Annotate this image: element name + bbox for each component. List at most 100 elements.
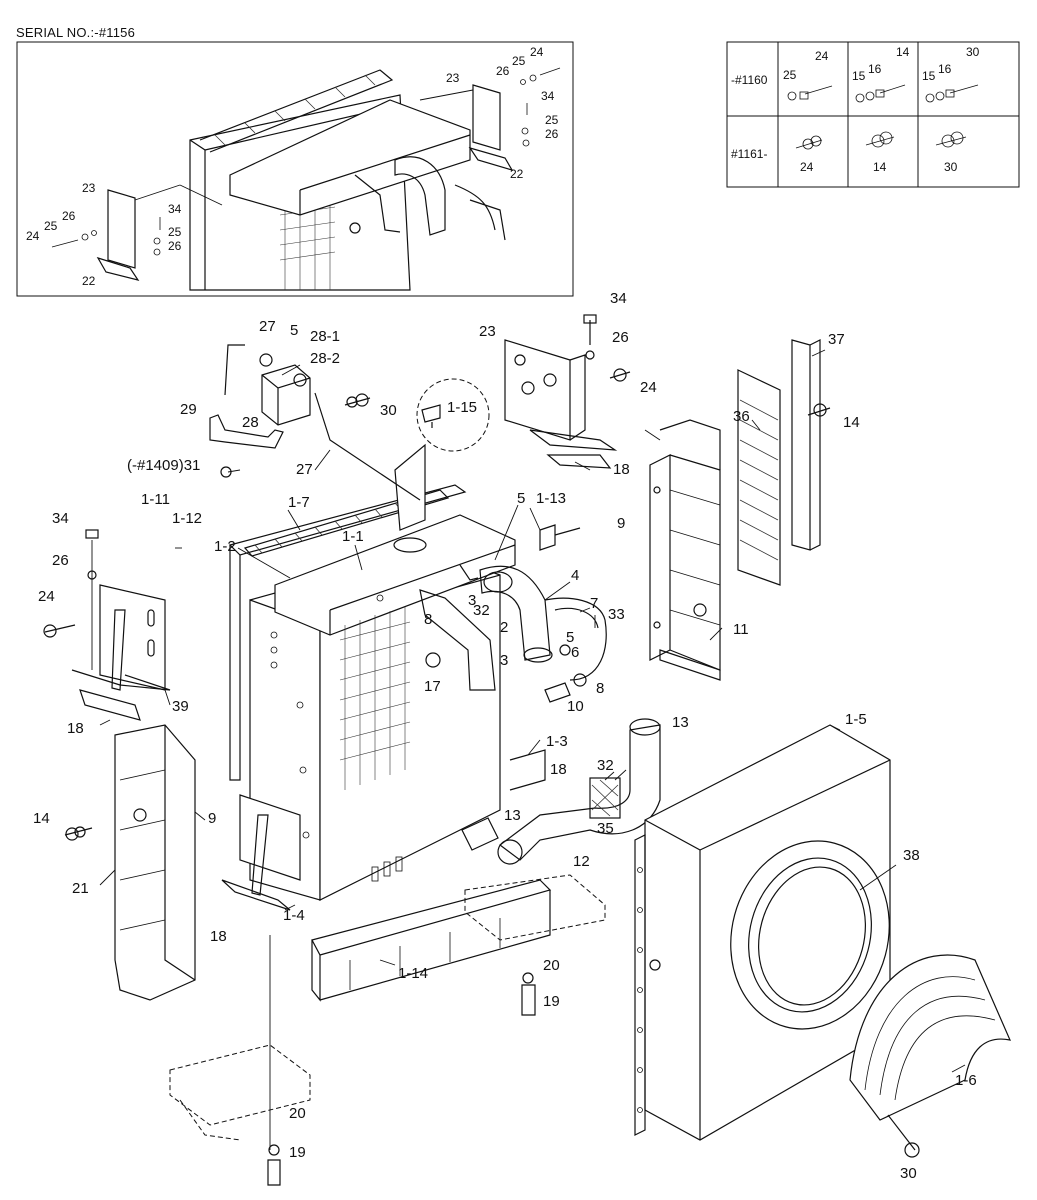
callout-label: 14: [843, 414, 860, 431]
callout-labels: 27 5 28-1 28-2 28 29 30 (-#1409)31 27 1-…: [33, 290, 977, 1182]
inset-label: 25: [512, 54, 526, 68]
table-cell: 14: [873, 160, 887, 174]
callout-label: 38: [903, 847, 920, 864]
callout-label: 12: [573, 853, 590, 870]
table-cell: 24: [815, 49, 829, 63]
sensor-bracket-group: [209, 344, 490, 501]
callout-label: 13: [672, 714, 689, 731]
callout-label: 3: [468, 592, 476, 609]
callout-label: 10: [567, 698, 584, 715]
table-cell: 30: [944, 160, 958, 174]
inset-label: 23: [82, 181, 96, 195]
inset-label: 26: [62, 209, 76, 223]
callout-label: 1-15: [447, 399, 477, 416]
callout-label: 24: [640, 379, 657, 396]
callout-label: 28: [242, 414, 259, 431]
table-cell: 15: [852, 69, 866, 83]
callout-label: 13: [504, 807, 521, 824]
callout-label: 4: [571, 567, 579, 584]
callout-label: 8: [424, 611, 432, 628]
inset-label: 25: [545, 113, 559, 127]
callout-label: 1-7: [288, 494, 310, 511]
callout-label: 24: [38, 588, 55, 605]
callout-label: 5: [290, 322, 298, 339]
callout-label: 20: [543, 957, 560, 974]
callout-label: 1-4: [283, 907, 305, 924]
callout-label: 27: [296, 461, 313, 478]
callout-label: 1-14: [398, 965, 428, 982]
callout-label: 3: [500, 652, 508, 669]
callout-label: 17: [424, 678, 441, 695]
inset-label: 24: [530, 45, 544, 59]
table-cell: 30: [966, 45, 980, 59]
table-cell: 14: [896, 45, 910, 59]
inset-label: 22: [82, 274, 96, 288]
table-row-label: -#1160: [731, 73, 768, 87]
table-cell: 25: [783, 68, 797, 82]
callout-label: 30: [900, 1165, 917, 1182]
callout-label: 5: [566, 629, 574, 646]
inset-label: 26: [545, 127, 559, 141]
callout-label: 1-12: [172, 510, 202, 527]
callout-label: 5: [517, 490, 525, 507]
callout-label: 28-2: [310, 350, 340, 367]
table-cell: 16: [868, 62, 882, 76]
callout-label: 11: [733, 621, 749, 638]
callout-label: 18: [550, 761, 567, 778]
callout-label: 19: [543, 993, 560, 1010]
callout-label: 33: [608, 606, 625, 623]
callout-label: 14: [33, 810, 50, 827]
callout-label: 1-3: [546, 733, 568, 750]
left-panel-21: [64, 724, 196, 1001]
fan-shroud: [634, 724, 1012, 1158]
callout-label: 34: [52, 510, 69, 527]
callout-label: 1-11: [141, 491, 170, 508]
inset-label: 23: [446, 71, 460, 85]
callout-label: 20: [289, 1105, 306, 1122]
mount-bracket-23: [504, 314, 631, 469]
callout-label: 34: [610, 290, 627, 307]
callout-label: 26: [612, 329, 629, 346]
radiator-core: [221, 443, 546, 911]
callout-label: 35: [597, 820, 614, 837]
table-cell: 16: [938, 62, 952, 76]
serial-table: -#1160 #1161- 25 24 15 16 14 15 16 30 24…: [726, 41, 1020, 188]
serial-inset: 23 26 25 24 34 25 26 22 23 26 25 24 34 2…: [16, 41, 574, 297]
inset-label: 25: [168, 225, 182, 239]
callout-label: 37: [828, 331, 845, 348]
callout-label: 9: [208, 810, 216, 827]
callout-label: 8: [596, 680, 604, 697]
callout-label: 32: [473, 602, 490, 619]
callout-label: 29: [180, 401, 197, 418]
callout-label: 7: [590, 595, 598, 612]
inset-label: 22: [510, 167, 524, 181]
callout-label: 1-2: [214, 538, 236, 555]
inset-label: 26: [496, 64, 510, 78]
callout-label: 23: [479, 323, 496, 340]
callout-label: 1-1: [342, 528, 364, 545]
callout-label: 2: [500, 619, 508, 636]
callout-label: 18: [67, 720, 84, 737]
bottom-frame: [169, 874, 606, 1186]
table-cell: 24: [800, 160, 814, 174]
inset-label: 34: [541, 89, 555, 103]
callout-label: 6: [571, 644, 579, 661]
inset-label: 34: [168, 202, 182, 216]
callout-label: 18: [210, 928, 227, 945]
callout-label: 1-6: [955, 1072, 977, 1089]
callout-label: 32: [597, 757, 614, 774]
callout-label: 39: [172, 698, 189, 715]
upper-hose-assembly: [419, 524, 607, 703]
callout-label: 18: [613, 461, 630, 478]
inset-label: 24: [26, 229, 40, 243]
callout-label: 9: [617, 515, 625, 532]
callout-label: 36: [733, 408, 750, 425]
inset-label: 26: [168, 239, 182, 253]
callout-label: 21: [72, 880, 89, 897]
serial-number-label: SERIAL NO.:-#1156: [16, 25, 136, 40]
table-cell: 15: [922, 69, 936, 83]
callout-label: 1-5: [845, 711, 867, 728]
table-row-label: #1161-: [731, 147, 767, 161]
callout-label: 1-13: [536, 490, 566, 507]
